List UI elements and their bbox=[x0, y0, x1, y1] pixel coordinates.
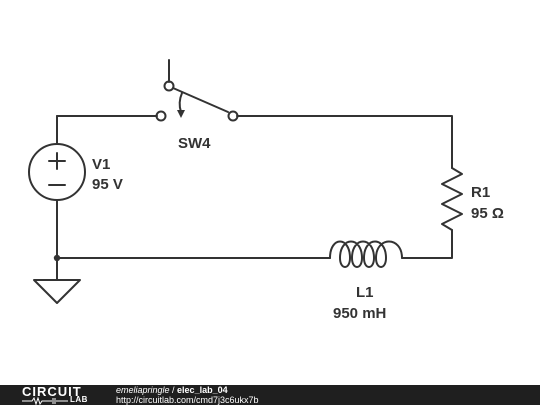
wire-top-right bbox=[236, 115, 453, 169]
switch-icon bbox=[155, 59, 239, 122]
resistor-icon bbox=[441, 167, 463, 231]
project-url[interactable]: http://circuitlab.com/cmd7j3c6ukx7b bbox=[116, 395, 259, 405]
voltage-source-icon bbox=[28, 143, 86, 201]
junction-dot bbox=[53, 254, 61, 262]
circuit-schematic: SW4 V1 95 V R1 95 Ω L1 950 mH bbox=[28, 59, 504, 322]
logo-text-bottom: LAB bbox=[70, 395, 88, 404]
inductor-name-label: L1 bbox=[356, 284, 374, 301]
project-link[interactable]: elec_lab_04 bbox=[177, 385, 228, 395]
resistor-name-label: R1 bbox=[471, 184, 490, 201]
source-value-label: 95 V bbox=[92, 176, 123, 193]
ground-icon bbox=[33, 279, 81, 304]
circuitlab-logo[interactable]: CIRCUIT LAB bbox=[22, 384, 92, 405]
inductor-icon bbox=[329, 240, 403, 268]
wire-right-lower bbox=[401, 229, 453, 259]
resistor-value-label: 95 Ω bbox=[471, 205, 504, 222]
source-name-label: V1 bbox=[92, 156, 110, 173]
footer-title: emeliapringle / elec_lab_04 bbox=[116, 385, 228, 395]
path-separator: / bbox=[169, 385, 178, 395]
switch-label: SW4 bbox=[178, 135, 211, 152]
author-link[interactable]: emeliapringle bbox=[116, 385, 170, 395]
logo-text-top: CIRCUIT bbox=[22, 384, 82, 399]
logo-wave-icon bbox=[22, 397, 68, 405]
inductor-value-label: 950 mH bbox=[333, 305, 386, 322]
footer-bar: CIRCUIT LAB emeliapringle / elec_lab_04 … bbox=[0, 384, 540, 405]
